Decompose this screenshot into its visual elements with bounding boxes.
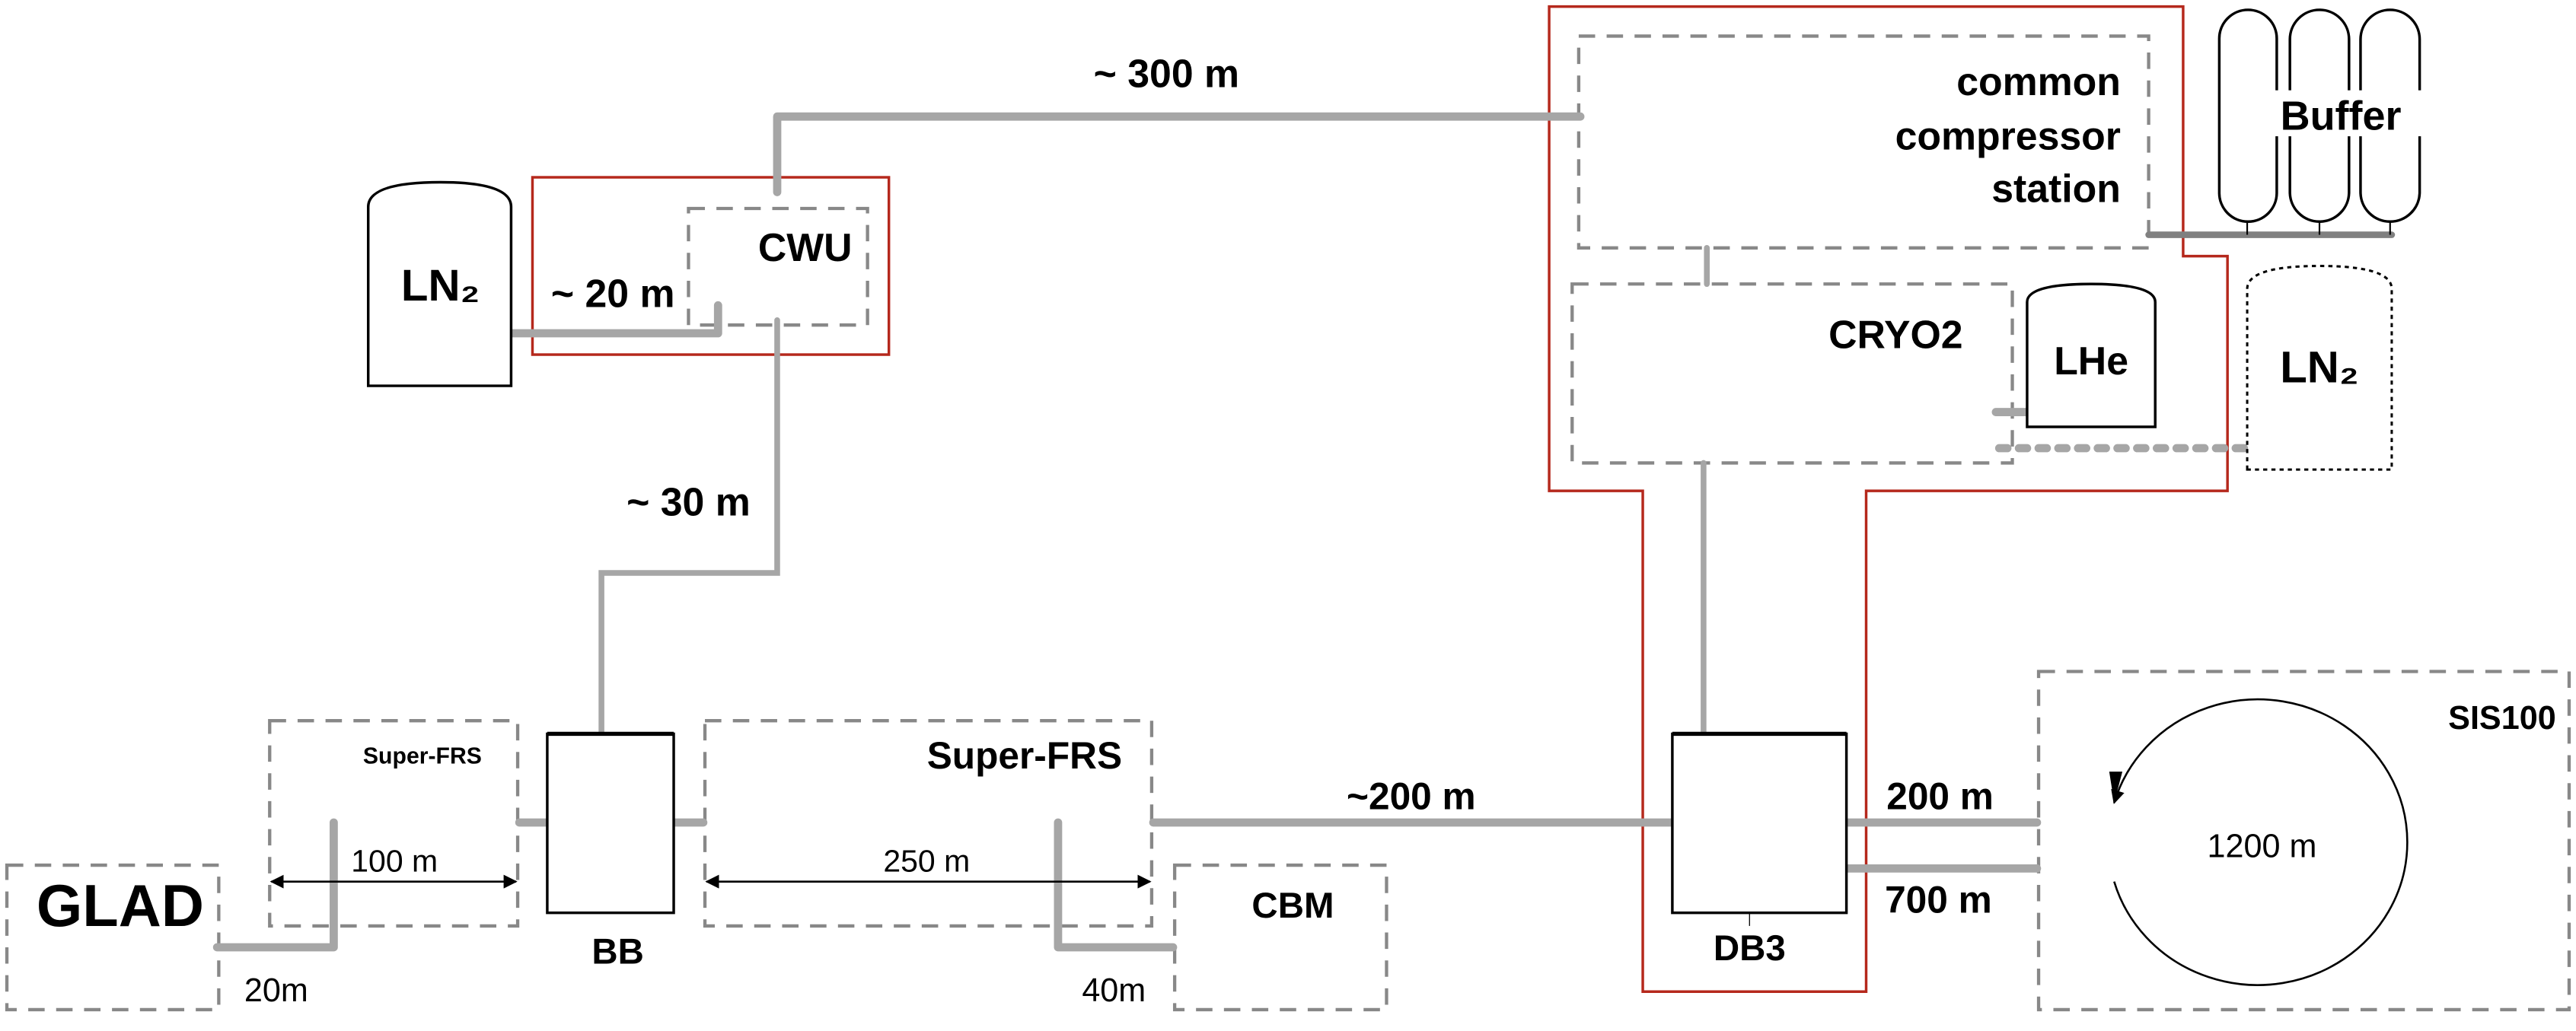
dist-100m-label: 100 m xyxy=(351,844,438,879)
bb-box xyxy=(546,732,675,915)
buffer-tanks-icon xyxy=(2217,8,2423,235)
super-frs-large-label: Super-FRS xyxy=(927,734,1122,777)
compressor-label-line1: common xyxy=(1956,59,2121,103)
ln2-right-label: LN₂ xyxy=(2280,343,2359,393)
buffer-label: Buffer xyxy=(2281,93,2402,138)
compressor-label-line2: compressor xyxy=(1895,113,2121,158)
bb-label: BB xyxy=(591,932,644,972)
sis100-label: SIS100 xyxy=(2448,700,2556,737)
ln2-tank-icon xyxy=(366,180,513,387)
cwu-red-boundary xyxy=(531,176,891,356)
pipe-300m xyxy=(773,112,1585,196)
cryo-red-boundary xyxy=(1548,5,2229,993)
lhe-label: LHe xyxy=(2054,339,2128,383)
dist-200m-label: 200 m xyxy=(1886,775,1994,818)
cwu-label: CWU xyxy=(758,225,853,269)
ring-circular-arrow-icon xyxy=(2111,698,2409,986)
dist-300m-label: ~ 300 m xyxy=(1094,51,1239,95)
super-frs-small-label: Super-FRS xyxy=(363,743,482,768)
pipe-ln2-cwu xyxy=(507,301,722,338)
dist-30m-label: ~ 30 m xyxy=(626,480,751,524)
cbm-label: CBM xyxy=(1251,886,1334,926)
cwu-box xyxy=(687,206,869,327)
dist-40m-label: 40m xyxy=(1082,972,1146,1009)
glad-box xyxy=(5,863,221,1012)
glad-label: GLAD xyxy=(37,873,204,939)
ring-1200m-label: 1200 m xyxy=(2208,828,2317,864)
dist-20m-cwu-label: ~ 20 m xyxy=(551,271,675,315)
db3-label: DB3 xyxy=(1714,928,1786,969)
pipe-30m xyxy=(598,317,780,737)
pipe-40m-cbm xyxy=(1054,818,1178,952)
dist-700m-label: 700 m xyxy=(1885,879,1992,921)
pipe-20m-glad xyxy=(212,818,338,952)
db3-box xyxy=(1671,732,1848,915)
sis100-box xyxy=(2036,670,2571,1012)
ln2-dotted-tank-icon xyxy=(2246,265,2393,471)
dist-250m-label: 250 m xyxy=(883,844,970,879)
dist-20m-glad-label: 20m xyxy=(244,972,308,1009)
dist-200m-approx-label: ~200 m xyxy=(1347,775,1476,818)
compressor-station-box xyxy=(1577,34,2150,250)
compressor-label-line3: station xyxy=(1991,166,2121,210)
ln2-left-label: LN₂ xyxy=(401,261,480,310)
lhe-tank-icon xyxy=(2026,282,2157,428)
ring-arrowhead-top xyxy=(2109,772,2123,803)
cryo2-box xyxy=(1570,282,2014,465)
cbm-box xyxy=(1172,863,1388,1012)
cryo2-label: CRYO2 xyxy=(1828,312,1962,356)
